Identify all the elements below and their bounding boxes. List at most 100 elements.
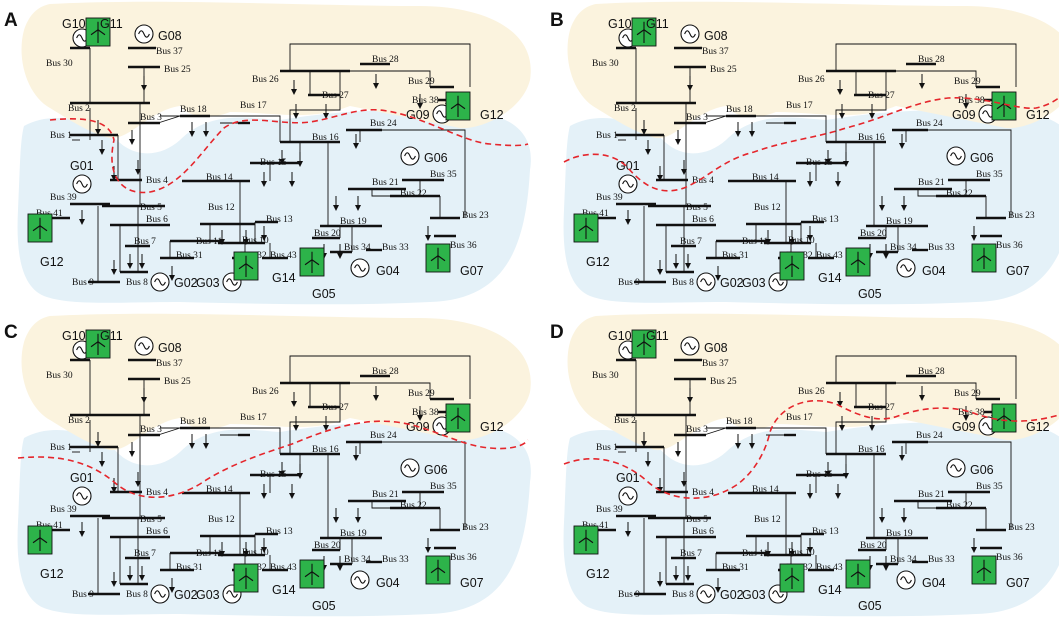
load-15 (807, 493, 813, 499)
generator-g05-icon-blade-1 (304, 571, 313, 578)
generator-g02-icon-wave (700, 590, 712, 598)
generator-g05-label: G05 (858, 287, 882, 301)
load-8 (839, 113, 845, 119)
load-29 (353, 455, 359, 461)
bus-label-29: Bus 29 (954, 389, 981, 399)
bus-label-24: Bus 24 (370, 431, 397, 441)
bus-label-14: Bus 14 (752, 173, 779, 183)
load-13 (279, 471, 285, 477)
generator-g04-icon-wave (354, 576, 366, 584)
bus-label-6: Bus 6 (692, 215, 714, 225)
load-16 (835, 493, 841, 499)
load-24 (79, 531, 85, 537)
generator-g06-label: G06 (424, 463, 448, 477)
generator-g14-icon-blade-2 (791, 575, 800, 582)
bus-label-17: Bus 17 (786, 413, 813, 423)
bus-label-35: Bus 35 (976, 170, 1003, 180)
bus-label-6: Bus 6 (692, 527, 714, 537)
bus-label-23: Bus 23 (1008, 211, 1035, 221)
generator-g06-icon-wave (950, 464, 962, 472)
branch-line-23 (371, 189, 390, 197)
load-26 (139, 575, 145, 581)
load-24 (625, 219, 631, 225)
bus-label-14: Bus 14 (206, 173, 233, 183)
bus-label-19: Bus 19 (886, 217, 913, 227)
bus-label-34: Bus 34 (890, 243, 917, 253)
bus-label-35: Bus 35 (430, 482, 457, 492)
panel-letter: D (550, 322, 564, 343)
bus-label-19: Bus 19 (886, 529, 913, 539)
load-10 (373, 395, 379, 401)
generator-g11-icon-blade-1 (90, 29, 99, 36)
generator-g01-icon-wave (622, 492, 634, 500)
load-14 (297, 161, 303, 167)
bottom-area (563, 422, 1059, 617)
bus-label-8: Bus 8 (672, 590, 694, 600)
bus-label-8: Bus 8 (672, 278, 694, 288)
generator-g07-icon-blade-1 (976, 567, 985, 574)
branch-line-23 (917, 189, 936, 197)
load-20 (789, 239, 795, 245)
generator-g07-icon-blade-1 (430, 255, 439, 262)
load-5 (735, 131, 741, 137)
load-18 (901, 517, 907, 523)
area-boundary (17, 420, 529, 499)
bus-label-31: Bus 31 (176, 563, 203, 573)
load-29 (899, 455, 905, 461)
bus-label-39: Bus 39 (596, 193, 623, 203)
generator-g11-label: G11 (100, 17, 123, 31)
bus-label-7: Bus 7 (134, 237, 156, 247)
load-15 (261, 181, 267, 187)
bus-label-22: Bus 22 (946, 189, 973, 199)
generator-g11-label: G11 (646, 329, 669, 343)
bus-label-43: Bus 43 (270, 563, 297, 573)
branch-line-14 (896, 70, 977, 87)
bus-label-13: Bus 13 (266, 215, 293, 225)
generator-g14-icon-blade-1 (784, 575, 793, 582)
generator-g07-label: G07 (460, 264, 484, 278)
branch-line-11 (289, 355, 471, 399)
generator-g12-icon-blade-1 (450, 415, 459, 422)
generator-g05-label: G05 (858, 599, 882, 613)
bus-label-12: Bus 12 (754, 203, 781, 213)
generator-g07-label: G07 (460, 576, 484, 590)
load-2 (99, 149, 105, 155)
generator-g05-icon-blade-2 (857, 259, 866, 266)
bus-label-21: Bus 21 (918, 490, 945, 500)
bus-label-31: Bus 31 (176, 251, 203, 261)
bus-label-4: Bus 4 (146, 488, 168, 498)
generator-g14-icon-blade-2 (791, 263, 800, 270)
generator-g08-label: G08 (704, 341, 728, 355)
load-15 (261, 493, 267, 499)
generator-g07-label: G07 (1006, 264, 1030, 278)
bus-label-18: Bus 18 (180, 105, 207, 115)
load-14 (297, 473, 303, 479)
generator-g12-icon-blade-1 (996, 415, 1005, 422)
load-17 (879, 205, 885, 211)
bus-label-7: Bus 7 (680, 549, 702, 559)
generator-g10-label: G10 (608, 17, 632, 31)
bus-label-11: Bus 11 (742, 237, 769, 247)
generator-g14-icon-blade-1 (784, 263, 793, 270)
bus-label-25: Bus 25 (164, 65, 191, 75)
bus-label-2: Bus 2 (68, 104, 90, 114)
generator-g11-icon-blade-2 (643, 29, 652, 36)
generator-g12-b-label: G12 (586, 255, 610, 269)
load-14 (843, 161, 849, 167)
generator-g12-b-label: G12 (40, 255, 64, 269)
load-3 (675, 139, 681, 145)
generator-g02-icon-wave (154, 278, 166, 286)
generator-g12-b-label: G12 (586, 567, 610, 581)
generator-g01-label: G01 (616, 471, 640, 485)
branch-line-14 (350, 70, 431, 87)
bus-label-28: Bus 28 (372, 367, 399, 377)
bus-label-7: Bus 7 (680, 237, 702, 247)
generator-g03-label: G03 (196, 276, 220, 290)
generator-g11-icon-blade-2 (643, 341, 652, 348)
bus-label-28: Bus 28 (918, 367, 945, 377)
load-30 (111, 487, 117, 493)
branch-line-13 (289, 71, 341, 142)
load-10 (919, 83, 925, 89)
branch-line-31 (703, 427, 727, 436)
